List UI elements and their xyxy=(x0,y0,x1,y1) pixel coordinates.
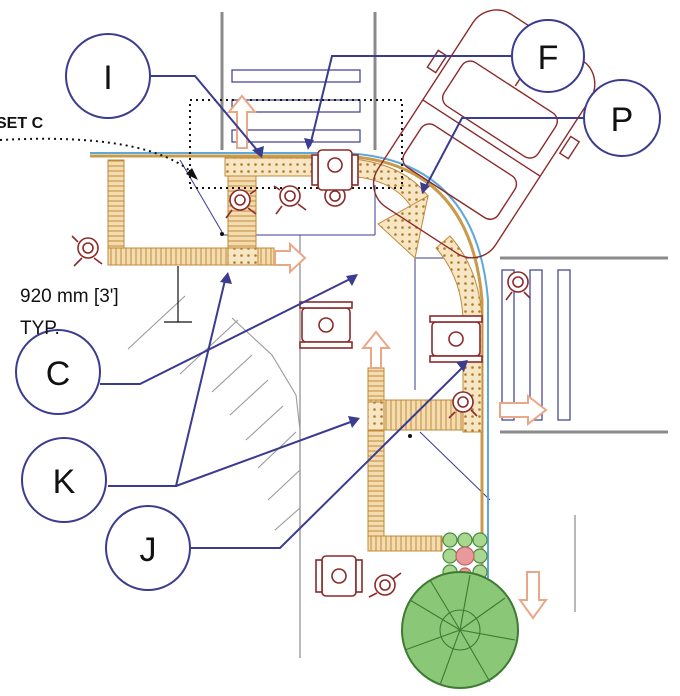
leader-lines xyxy=(100,55,584,549)
callout-C-label: C xyxy=(46,355,71,393)
callout-F-label: F xyxy=(538,39,559,77)
wheelchair-user-5 xyxy=(505,271,531,301)
crosswalk-right xyxy=(501,269,571,421)
crosswalk-top xyxy=(231,69,361,143)
dimension-note-line1: 920 mm [3'] xyxy=(20,286,119,307)
arrow-up-middle xyxy=(360,330,392,369)
wheelchair-topview-3 xyxy=(429,315,483,363)
wheelchair-user-2 xyxy=(225,189,257,219)
dimension-note-line2: TYP. xyxy=(20,318,60,339)
wheelchair-user-3 xyxy=(273,185,307,215)
wheelchair-user-7 xyxy=(368,572,402,598)
callout-K-label: K xyxy=(53,463,76,501)
callout-C-circle xyxy=(15,329,101,415)
callout-P-circle xyxy=(583,79,661,157)
wheelchair-user-4 xyxy=(324,185,346,207)
wheelchair-users xyxy=(71,149,531,598)
wheelchair-topview-1 xyxy=(311,149,359,191)
inset-leader xyxy=(0,137,197,177)
wheelchair-topview-2 xyxy=(299,301,353,349)
callout-I-label: I xyxy=(103,59,112,97)
wheelchair-user-1 xyxy=(71,235,103,267)
callout-P-label: P xyxy=(611,101,634,139)
arrow-right-left xyxy=(274,241,307,275)
callout-J-label: J xyxy=(140,531,157,569)
parking-hatch xyxy=(127,295,301,531)
car-illustration xyxy=(372,9,596,259)
dimension-line xyxy=(164,266,192,323)
corner-marker-1 xyxy=(220,232,224,236)
callout-J-circle xyxy=(105,505,191,591)
wheelchair-topview-4 xyxy=(315,555,363,597)
wheelchair-user-6 xyxy=(448,391,478,419)
leader-arrowheads xyxy=(220,138,468,428)
corner-marker-2 xyxy=(408,434,412,438)
tactile-guide-strips xyxy=(107,159,481,552)
shrubs xyxy=(442,532,488,581)
arrow-down-bottom xyxy=(518,571,548,620)
callout-K-circle xyxy=(21,437,107,523)
callout-F-circle xyxy=(511,19,585,93)
tree-canopy xyxy=(401,571,519,689)
arrow-right-bottom xyxy=(499,393,548,427)
direction-arrows xyxy=(226,94,548,620)
callout-I-circle xyxy=(65,33,151,119)
arrow-up-top xyxy=(226,94,258,149)
inset-label: SET C xyxy=(0,115,44,132)
